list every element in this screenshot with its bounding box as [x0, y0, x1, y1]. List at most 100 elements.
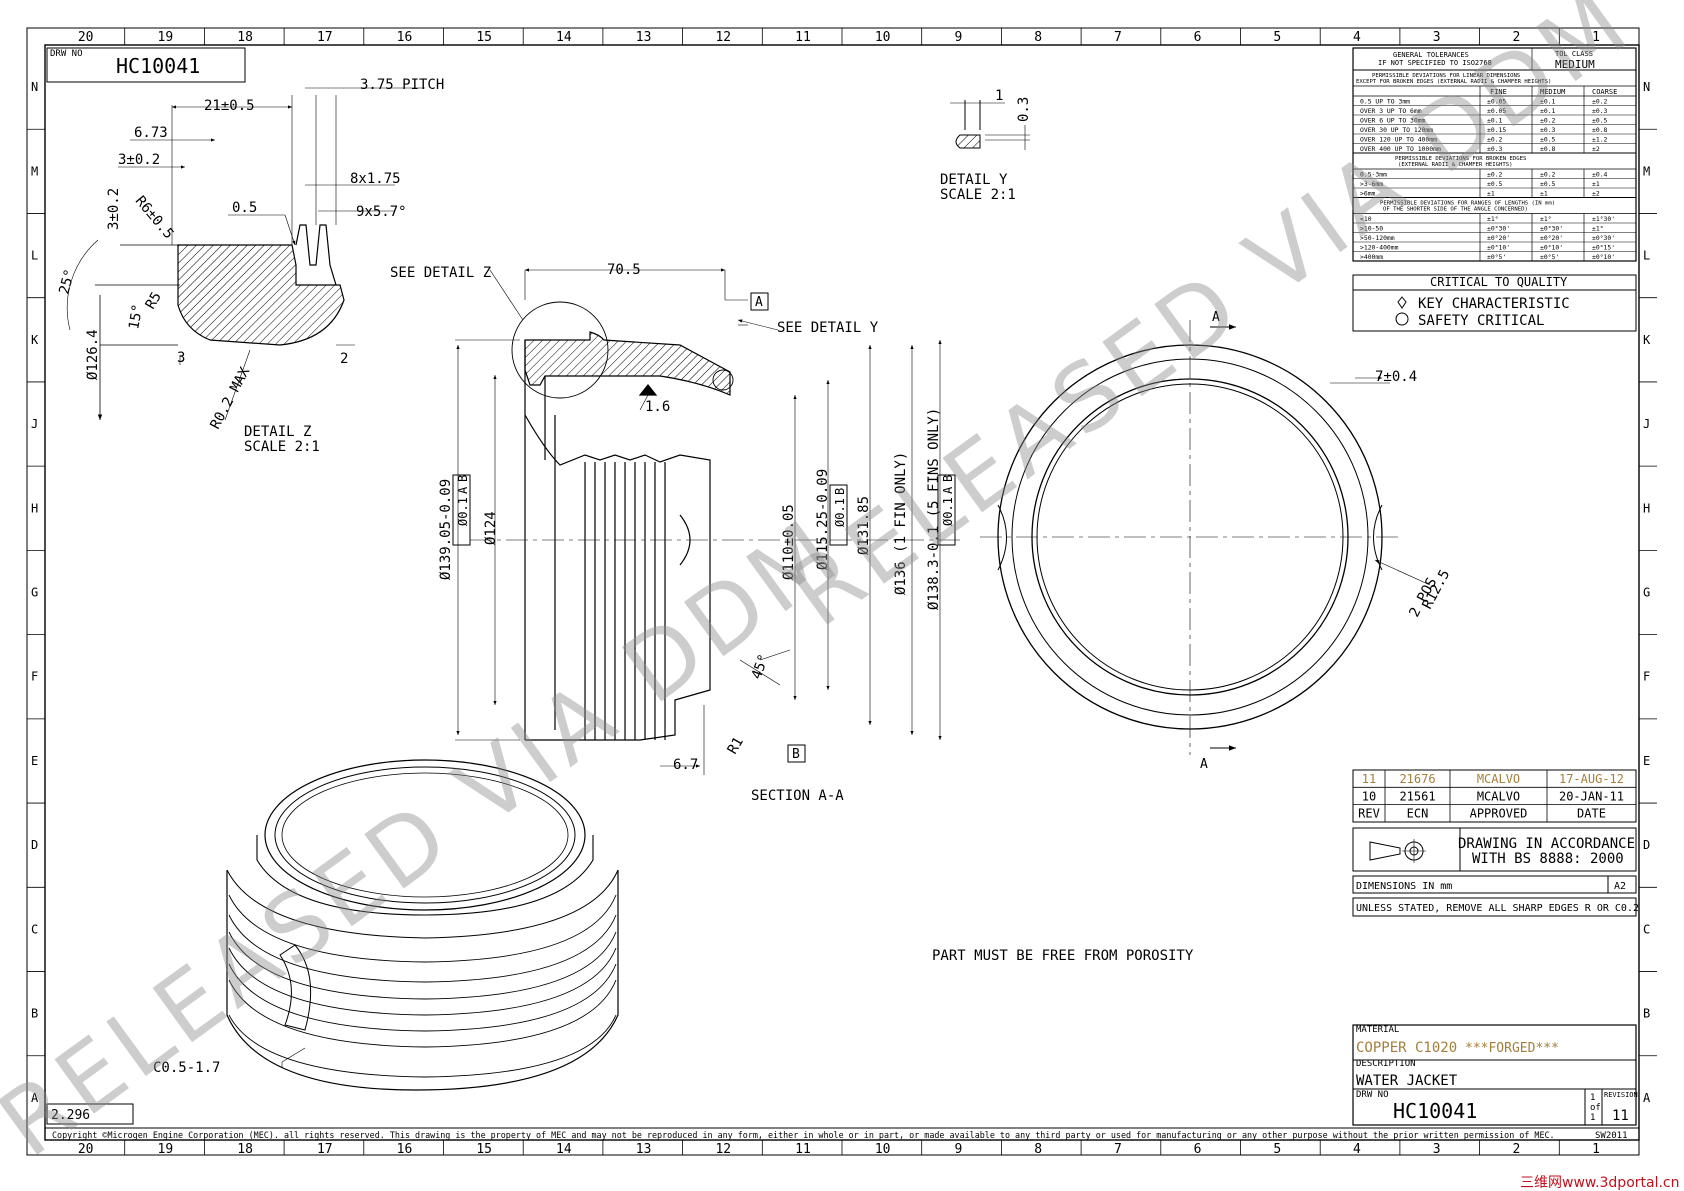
column-marker: 10 [875, 30, 891, 45]
dimensions-box: DIMENSIONS IN mm A2 [1352, 875, 1637, 894]
column-marker: 3 [1433, 30, 1441, 45]
fcf-3-b: B [941, 475, 955, 482]
dim-y-0-3: 0.3 [1016, 97, 1032, 122]
section-labels: SEE DETAIL Z SEE DETAIL Y 70.5 A B 1.6 6… [390, 262, 956, 804]
dim-8x175: 8x1.75 [350, 171, 401, 187]
tol-cell: ±0.8 [1540, 145, 1556, 153]
dim-124: Ø124 [483, 511, 499, 545]
ctq-title: CRITICAL TO QUALITY [1430, 275, 1568, 289]
tol-section-title: PERMISSIBLE DEVIATIONS FOR BROKEN EDGES [1395, 156, 1526, 162]
detail-y-view [950, 100, 1030, 150]
column-marker: 1 [1592, 1142, 1600, 1157]
dim-3-left: 3±0.2 [106, 188, 122, 230]
row-marker: D [1643, 838, 1650, 852]
tol-cell: >10-50 [1360, 225, 1383, 233]
tol-cell: ±1°30' [1592, 215, 1615, 223]
tol-cell: ±0.1 [1540, 107, 1556, 115]
end-view [980, 320, 1431, 755]
iso-view [226, 759, 619, 1091]
row-marker: K [1643, 333, 1651, 347]
title-drw-no: HC10041 [1393, 1099, 1477, 1123]
top-drw-no-label: DRW NO [50, 49, 83, 59]
row-marker: F [1643, 670, 1650, 684]
scale-value: 2.296 [51, 1108, 90, 1123]
tol-cell: >120-400mm [1360, 244, 1399, 252]
porosity-note: PART MUST BE FREE FROM POROSITY [932, 948, 1194, 964]
tol-cell: ±2 [1592, 190, 1600, 198]
dim-3-top: 3±0.2 [118, 152, 160, 168]
tol-col-header: COARSE [1592, 88, 1617, 96]
tol-cell: ±0.5 [1540, 136, 1556, 144]
top-drw-no: HC10041 [116, 54, 200, 78]
row-marker: C [1643, 922, 1650, 936]
fcf-1: Ø0.1 A B [452, 474, 471, 546]
dim-r1: R1 [725, 734, 747, 757]
row-marker: L [1643, 249, 1650, 263]
revision-cell: 17-AUG-12 [1559, 772, 1624, 786]
sheet-total: 1 [1590, 1113, 1595, 1123]
column-marker: 7 [1114, 30, 1122, 45]
ctq-key: KEY CHARACTERISTIC [1418, 296, 1570, 312]
column-marker: 9 [955, 30, 963, 45]
tol-section-title: PERMISSIBLE DEVIATIONS FOR LINEAR DIMENS… [1372, 73, 1520, 79]
row-marker: N [1643, 80, 1650, 94]
tol-cell: >6mm [1360, 190, 1376, 198]
column-marker: 4 [1353, 30, 1361, 45]
dim-136: Ø136 (1 FIN ONLY) [893, 452, 909, 595]
dim-r5: R5 [143, 289, 165, 312]
column-marker: 15 [476, 1142, 492, 1157]
column-marker: 3 [1433, 1142, 1441, 1157]
row-marker: L [31, 249, 38, 263]
tol-cell: >3-6mm [1360, 180, 1383, 188]
edges-note-box: UNLESS STATED, REMOVE ALL SHARP EDGES R … [1352, 897, 1639, 917]
revision-cell: MCALVO [1477, 789, 1520, 803]
column-marker: 13 [636, 30, 652, 45]
tol-cell: ±0.5 [1540, 180, 1556, 188]
dim-131-85: Ø131.85 [856, 496, 872, 555]
row-marker: E [1643, 754, 1650, 768]
column-marker: 1 [1592, 30, 1600, 45]
tol-cell: ±0.05 [1487, 107, 1506, 115]
see-detail-y: SEE DETAIL Y [777, 320, 879, 336]
iso-labels: C0.5-1.7 [153, 1060, 220, 1076]
revision-cell: 11 [1362, 772, 1376, 786]
tol-cell: ±0.05 [1487, 98, 1506, 106]
title-drw-no-label: DRW NO [1356, 1090, 1389, 1100]
column-marker: 7 [1114, 1142, 1122, 1157]
datum-a-label: A [755, 295, 763, 310]
tol-cell: ±0°10' [1540, 244, 1563, 252]
row-marker: M [1643, 164, 1650, 178]
dim-139-05: Ø139.05-0.09 [438, 479, 454, 580]
tol-header: IF NOT SPECIFIED TO ISO2768 [1378, 59, 1492, 67]
tol-section-title: EXCEPT FOR BROKEN EDGES (EXTERNAL RADII … [1356, 79, 1551, 85]
column-marker: 10 [875, 1142, 891, 1157]
sheet-of: of [1590, 1103, 1601, 1113]
column-marker: 6 [1194, 1142, 1202, 1157]
critical-to-quality: CRITICAL TO QUALITY KEY CHARACTERISTIC S… [1352, 274, 1637, 332]
fcf-2-b: B [833, 488, 847, 495]
tol-cell: ±0.8 [1592, 126, 1608, 134]
column-marker: 15 [476, 30, 492, 45]
row-marker: J [1643, 417, 1650, 431]
fcf-1-b: B [456, 475, 470, 482]
projection-cone-icon [1369, 841, 1401, 861]
dim-7-4: 7±0.4 [1375, 369, 1417, 385]
tol-cell: ±0.4 [1592, 171, 1608, 179]
column-marker: 11 [795, 30, 811, 45]
detail-y-scale: SCALE 2:1 [940, 187, 1016, 203]
end-view-labels: 7±0.4 R12.5 2 POS A A [1200, 310, 1453, 772]
row-marker: N [31, 80, 38, 94]
dim-y-1: 1 [995, 88, 1003, 104]
tol-cell: ±0°10' [1592, 253, 1615, 261]
dim-138-3: Ø138.3-0.1 (5 FINS ONLY) [926, 408, 942, 610]
sw-version: SW2011 [1595, 1131, 1628, 1141]
standard-line2: WITH BS 8888: 2000 [1472, 851, 1624, 867]
tol-cell: ±0.1 [1487, 117, 1503, 125]
row-marker: F [31, 670, 38, 684]
ctq-safety: SAFETY CRITICAL [1418, 313, 1544, 329]
detail-z-title: DETAIL Z [244, 424, 311, 440]
tol-cell: ±0.1 [1540, 98, 1556, 106]
row-marker: H [1643, 501, 1650, 515]
column-marker: 8 [1034, 1142, 1042, 1157]
